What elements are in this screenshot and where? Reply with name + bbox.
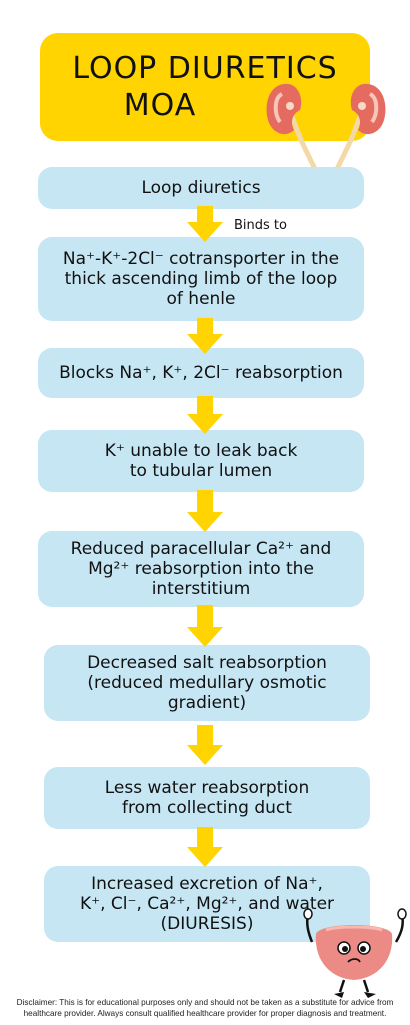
step-8-line-3: (DIURESIS)	[160, 914, 254, 934]
title-banner: LOOP DIURETICS MOA	[40, 33, 370, 141]
step-5-line-2: Mg²⁺ reabsorption into the	[88, 559, 314, 579]
arrow-down-icon	[187, 206, 223, 242]
step-8-line-2: K⁺, Cl⁻, Ca²⁺, Mg²⁺, and water	[79, 894, 335, 914]
step-less-water: Less water reabsorption from collecting …	[44, 767, 370, 829]
arrow-down-icon	[187, 605, 223, 647]
step-2-line-1: Na⁺-K⁺-2Cl⁻ cotransporter in the	[62, 249, 340, 269]
step-6-line-3: gradient)	[167, 693, 247, 713]
step-blocks-reabsorption: Blocks Na⁺, K⁺, 2Cl⁻ reabsorption	[38, 348, 364, 398]
step-increased-excretion: Increased excretion of Na⁺, K⁺, Cl⁻, Ca²…	[44, 866, 370, 942]
step-4-line-1: K⁺ unable to leak back	[104, 441, 298, 461]
step-7-line-2: from collecting duct	[122, 798, 292, 818]
step-3-line-1: Blocks Na⁺, K⁺, 2Cl⁻ reabsorption	[59, 363, 343, 383]
step-reduced-paracellular: Reduced paracellular Ca²⁺ and Mg²⁺ reabs…	[38, 531, 364, 607]
disclaimer-line-1: Disclaimer: This is for educational purp…	[16, 998, 394, 1007]
step-k-unable-to-leak: K⁺ unable to leak back to tubular lumen	[38, 430, 364, 492]
disclaimer-line-2: healthcare provider. Always consult qual…	[23, 1009, 387, 1018]
step-loop-diuretics: Loop diuretics	[38, 167, 364, 209]
arrow-down-icon	[187, 318, 223, 354]
step-6-line-1: Decreased salt reabsorption	[87, 653, 327, 673]
step-5-line-1: Reduced paracellular Ca²⁺ and	[70, 539, 332, 559]
bladder-mascot-icon	[303, 908, 407, 998]
title-line-1: LOOP DIURETICS	[72, 51, 338, 86]
arrow-down-icon	[187, 396, 223, 434]
arrow-down-icon	[187, 725, 223, 765]
step-2-line-3: of henle	[166, 289, 236, 309]
title-line-2: MOA	[123, 88, 197, 123]
disclaimer: Disclaimer: This is for educational purp…	[0, 997, 410, 1019]
edge-label-binds-to: Binds to	[234, 218, 287, 233]
step-cotransporter: Na⁺-K⁺-2Cl⁻ cotransporter in the thick a…	[38, 237, 364, 321]
step-4-line-2: to tubular lumen	[129, 461, 273, 481]
step-1-line-1: Loop diuretics	[141, 178, 261, 198]
step-6-line-2: (reduced medullary osmotic	[87, 673, 327, 693]
arrow-down-icon	[187, 490, 223, 532]
arrow-down-icon	[187, 827, 223, 867]
step-2-line-2: thick ascending limb of the loop	[64, 269, 338, 289]
step-7-line-1: Less water reabsorption	[104, 778, 310, 798]
step-8-line-1: Increased excretion of Na⁺,	[91, 874, 323, 894]
step-decreased-salt: Decreased salt reabsorption (reduced med…	[44, 645, 370, 721]
step-5-line-3: interstitium	[151, 579, 251, 599]
